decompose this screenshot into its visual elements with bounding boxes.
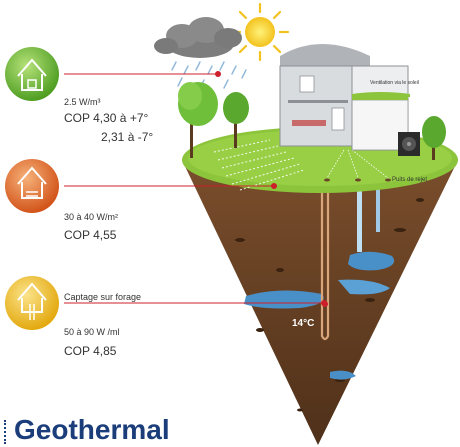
title-marker bbox=[4, 420, 8, 444]
horizontal-cop-label: COP 4,55 bbox=[64, 228, 117, 242]
tree-icon bbox=[223, 92, 249, 148]
house-horizontal-collector-icon bbox=[5, 159, 59, 213]
air-cop-cold-label: 2,31 à -7° bbox=[101, 130, 154, 144]
well-label: Puits de rejet bbox=[392, 177, 428, 183]
horizontal-power-label: 30 à 40 W/m² bbox=[64, 212, 119, 222]
probe-temperature: 14°C bbox=[292, 318, 315, 329]
house-air-icon bbox=[5, 47, 59, 101]
cloud-icon bbox=[154, 17, 242, 58]
sun-icon bbox=[230, 2, 290, 62]
house bbox=[279, 44, 410, 151]
house-vertical-probe-icon bbox=[5, 276, 59, 330]
air-cop-label: COP 4,30 à +7° bbox=[64, 111, 149, 125]
roof-note: Ventilation via le soleil bbox=[370, 80, 419, 86]
probe-loop bbox=[320, 186, 330, 341]
water-pocket bbox=[244, 290, 324, 309]
heat-pump-icon bbox=[398, 132, 420, 156]
tree-icon bbox=[178, 82, 218, 158]
page-title: Geothermal bbox=[14, 414, 170, 445]
vertical-caption: Captage sur forage bbox=[64, 292, 142, 302]
well-pipe bbox=[357, 188, 362, 252]
connector-lines bbox=[64, 73, 324, 304]
vertical-power-label: 50 à 90 W /ml bbox=[64, 327, 120, 337]
water-pocket bbox=[348, 251, 395, 271]
vertical-cop-label: COP 4,85 bbox=[64, 344, 117, 358]
rain-icon bbox=[171, 61, 247, 89]
air-power-label: 2.5 W/m³ bbox=[64, 97, 101, 107]
tree-icon bbox=[422, 116, 446, 160]
